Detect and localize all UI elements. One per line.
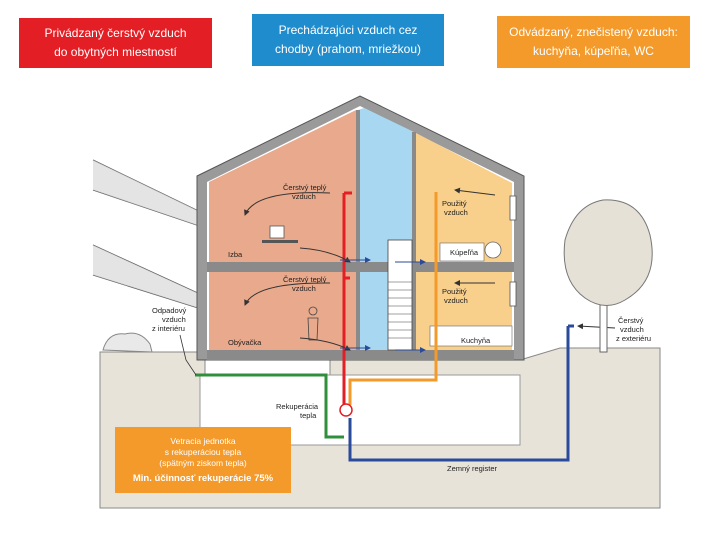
legend-transfer-air: Prechádzajúci vzduch cez chodby (prahom,…: [252, 14, 444, 66]
waste-air-pointer: [179, 334, 197, 376]
fresh-intake-duct: [348, 326, 570, 462]
supply-duct: [342, 193, 350, 405]
used-air-upper-2: vzduch: [444, 208, 468, 217]
exterior-air-label-2: vzduch: [620, 325, 644, 334]
legend-supply-line2: do obytných miestností: [54, 45, 177, 59]
legend-supply-line1: Privádzaný čerstvý vzduch: [44, 26, 187, 40]
room-label: Izba: [228, 250, 243, 259]
heat-recovery-unit: [339, 403, 353, 417]
exterior-air-arrow: [577, 323, 616, 330]
fresh-air-upper-2: vzduch: [292, 192, 316, 201]
exhaust-duct: [348, 192, 438, 405]
ground-register-label: Zemný register: [447, 464, 498, 473]
waste-air-duct: [195, 373, 344, 439]
rock: [102, 332, 153, 353]
fresh-air-lower-1: Čerstvý teplý: [283, 275, 327, 284]
heat-recovery-label-1: Rekuperácia: [276, 402, 319, 411]
unit-line1: Vetracia jednotka: [170, 436, 236, 446]
used-air-lower-1: Použitý: [442, 287, 467, 296]
waste-air-label-3: z interiéru: [152, 324, 185, 333]
unit-line2: s rekuperáciou tepla: [164, 447, 242, 457]
bathroom-label: Kúpeľňa: [450, 248, 479, 257]
ventilation-unit-box: Vetracia jednotka s rekuperáciou tepla (…: [115, 427, 291, 493]
tree: [563, 199, 653, 353]
waste-air-label-1: Odpadový: [152, 306, 186, 315]
fresh-air-lower-2: vzduch: [292, 284, 316, 293]
legend-transfer-line2: chodby (prahom, mriežkou): [274, 42, 422, 56]
waste-air-label-2: vzduch: [162, 315, 186, 324]
used-air-lower-2: vzduch: [444, 296, 468, 305]
living-room-label: Obývačka: [228, 338, 262, 347]
house: [196, 95, 525, 361]
legend-transfer-line1: Prechádzajúci vzduch cez: [278, 23, 418, 37]
legend-exhaust-line1: Odvádzaný, znečistený vzduch:: [509, 25, 678, 39]
legend-exhaust-line2: kuchyňa, kúpeľňa, WC: [533, 44, 654, 58]
legend-exhaust-air: Odvádzaný, znečistený vzduch: kuchyňa, k…: [497, 16, 690, 68]
kitchen-label: Kuchyňa: [461, 336, 491, 345]
corridor-arrows: [340, 257, 426, 353]
unit-line3: (spätným ziskom tepla): [159, 458, 247, 468]
heat-recovery-label-2: tepla: [300, 411, 317, 420]
legend-supply-air: Privádzaný čerstvý vzduch do obytných mi…: [19, 18, 212, 68]
fresh-air-upper-1: Čerstvý teplý: [283, 183, 327, 192]
exterior-air-label-3: z exteriéru: [616, 334, 651, 343]
used-air-upper-1: Použitý: [442, 199, 467, 208]
exterior-air-label-1: Čerstvý: [618, 316, 644, 325]
unit-efficiency: Min. účinnosť rekuperácie 75%: [132, 473, 274, 484]
